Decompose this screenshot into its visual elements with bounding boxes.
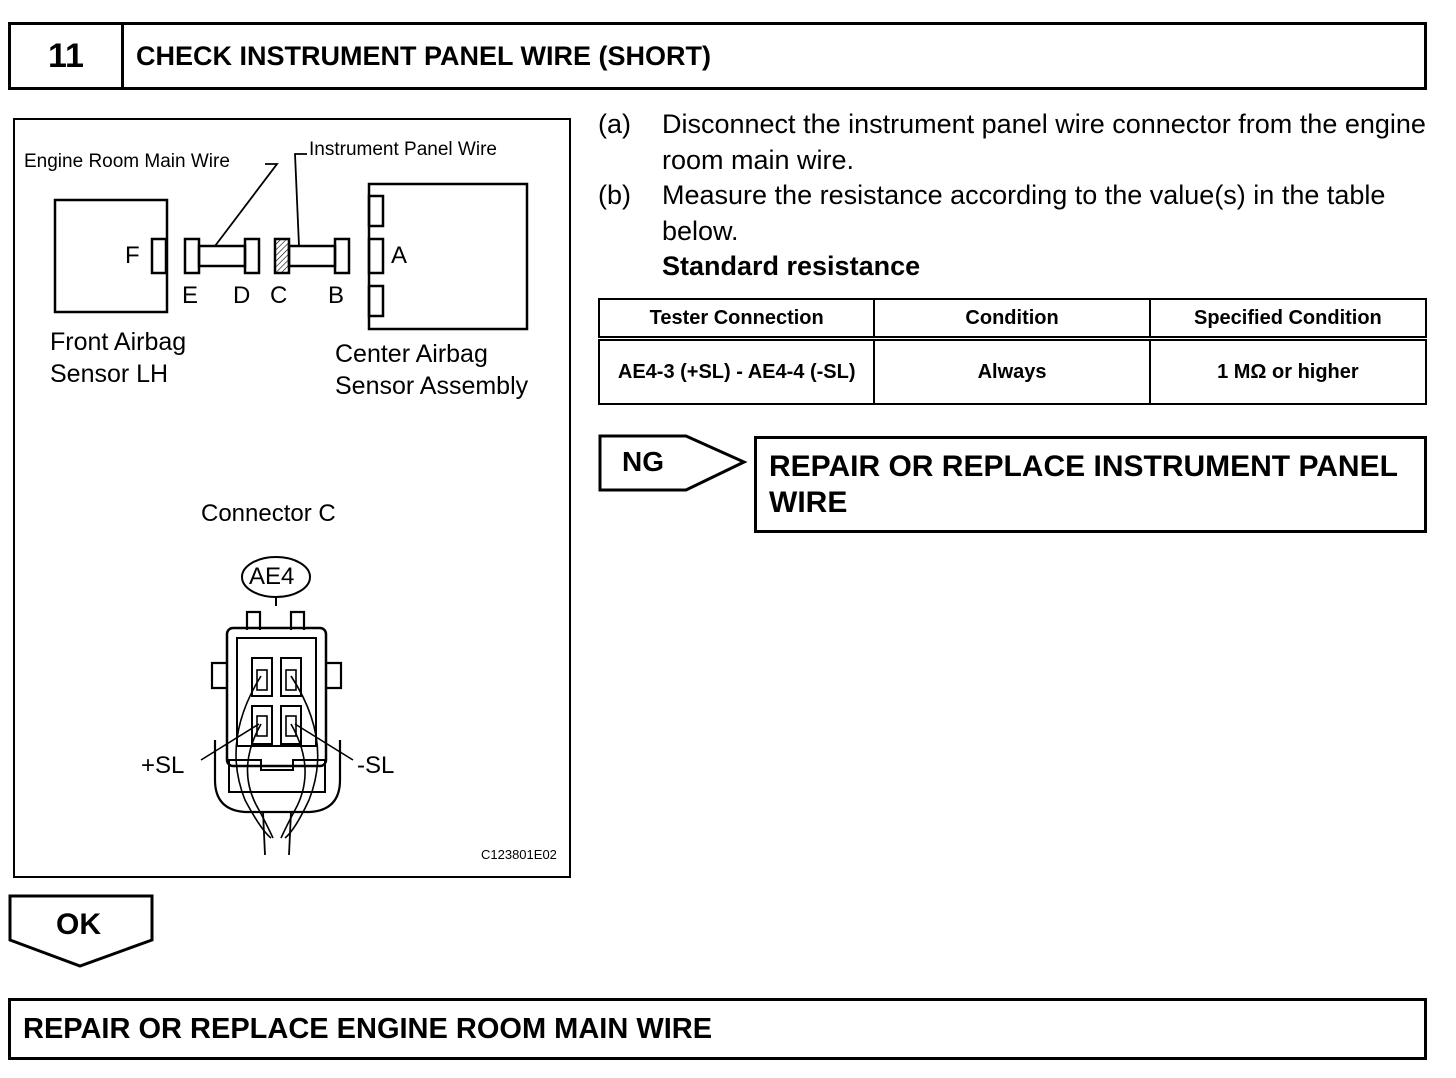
- ng-action-box: REPAIR OR REPLACE INSTRUMENT PANEL WIRE: [754, 436, 1427, 533]
- label-center-airbag-sensor: Center Airbag Sensor Assembly: [335, 340, 529, 400]
- cell-condition: Always: [873, 337, 1151, 405]
- connector-e: [183, 237, 201, 275]
- connector-diagram: [53, 153, 529, 856]
- figure-reference-code: C123801E02: [481, 847, 557, 862]
- wiring-illustration: Engine Room Main Wire Instrument Panel W…: [13, 118, 571, 878]
- col-specified-condition: Specified Condition: [1148, 298, 1428, 341]
- step-a-text: Disconnect the instrument panel wire con…: [662, 109, 1426, 175]
- step-header: 11 CHECK INSTRUMENT PANEL WIRE (SHORT): [8, 22, 1427, 90]
- label-instrument-panel-wire: Instrument Panel Wire: [309, 139, 497, 160]
- terminal-3: [251, 705, 273, 745]
- instrument-panel-wire: [287, 244, 337, 268]
- ae4-connector-body: [225, 626, 328, 768]
- label-terminal-minus-sl: -SL: [357, 752, 395, 779]
- connector-c: [273, 237, 291, 275]
- step-number: 11: [11, 25, 124, 87]
- label-connector-code: AE4: [249, 563, 295, 590]
- ok-action-box: REPAIR OR REPLACE ENGINE ROOM MAIN WIRE: [8, 998, 1427, 1060]
- terminal-2: [280, 657, 302, 697]
- col-tester-connection: Tester Connection: [597, 298, 876, 341]
- front-airbag-sensor-box: [53, 198, 169, 314]
- label-connector-c: C: [270, 282, 288, 309]
- connector-f: [150, 237, 168, 275]
- connector-d: [243, 237, 261, 275]
- label-terminal-plus-sl: +SL: [141, 752, 185, 779]
- label-front-airbag-sensor: Front Airbag Sensor LH: [50, 328, 187, 388]
- resistance-table: Tester Connection Condition Specified Co…: [597, 298, 1428, 405]
- cell-tester-connection: AE4-3 (+SL) - AE4-4 (-SL): [597, 337, 876, 405]
- table-row: AE4-3 (+SL) - AE4-4 (-SL) Always 1 MΩ or…: [597, 337, 1428, 405]
- ok-label: OK: [56, 908, 101, 941]
- connector-a: [367, 237, 385, 275]
- ng-label: NG: [622, 446, 664, 477]
- standard-resistance-label: Standard resistance: [662, 251, 921, 281]
- col-condition: Condition: [873, 298, 1151, 341]
- label-connector-b: B: [328, 282, 345, 309]
- engine-room-main-wire: [197, 244, 247, 268]
- table-header-row: Tester Connection Condition Specified Co…: [597, 298, 1428, 341]
- ok-arrow-icon: [8, 894, 154, 968]
- center-sensor-connector-1: [367, 194, 385, 228]
- cell-specified-condition: 1 MΩ or higher: [1148, 337, 1428, 405]
- ng-arrow-icon: [598, 434, 748, 492]
- label-engine-room-main-wire: Engine Room Main Wire: [24, 151, 230, 172]
- terminal-4: [280, 705, 302, 745]
- step-b-key: (b): [598, 180, 631, 210]
- terminal-1: [251, 657, 273, 697]
- step-b-text: Measure the resistance according to the …: [662, 180, 1386, 246]
- step-title: CHECK INSTRUMENT PANEL WIRE (SHORT): [136, 40, 711, 71]
- center-sensor-connector-3: [367, 284, 385, 318]
- label-connector-f: F: [125, 242, 140, 269]
- label-connector-title: Connector C: [201, 500, 336, 527]
- step-a-key: (a): [598, 109, 631, 139]
- connector-b: [333, 237, 351, 275]
- label-connector-e: E: [182, 282, 199, 309]
- label-connector-a: A: [391, 242, 408, 269]
- label-connector-d: D: [233, 282, 251, 309]
